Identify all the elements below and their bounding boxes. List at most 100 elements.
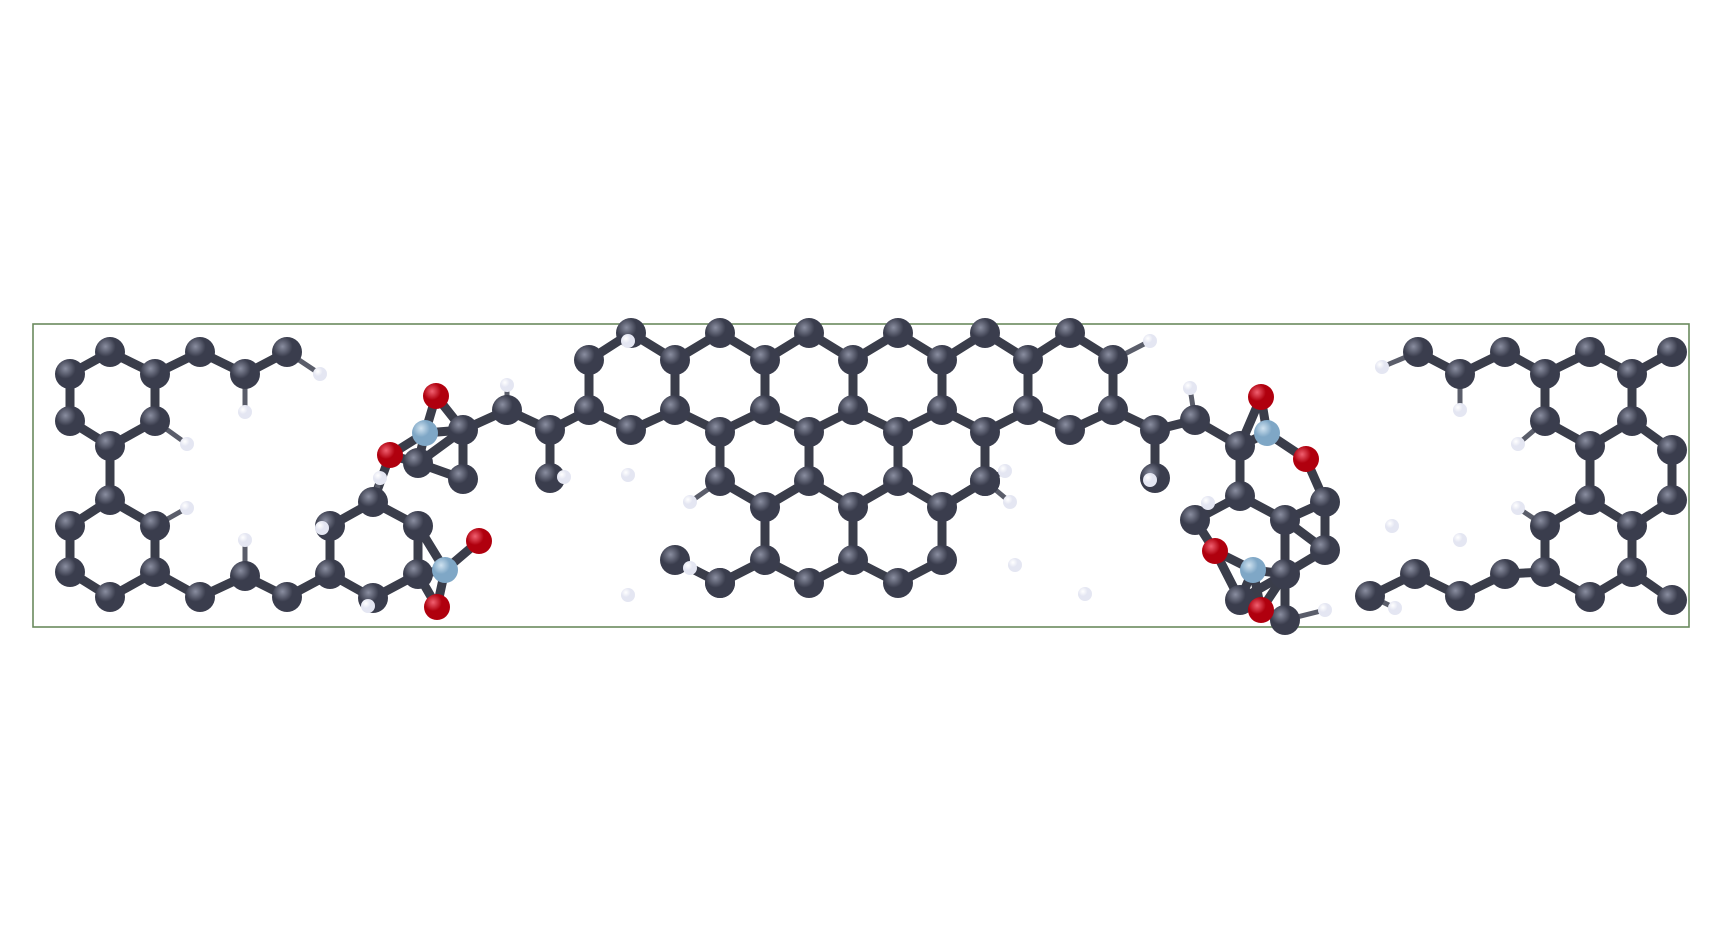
carbon-atom — [927, 395, 957, 425]
oxygen-atom — [1248, 384, 1274, 410]
oxygen-atom — [466, 528, 492, 554]
hydrogen-atom — [621, 334, 635, 348]
carbon-atom — [1530, 557, 1560, 587]
bond-layer — [65, 328, 1677, 625]
carbon-atom — [403, 511, 433, 541]
carbon-atom — [1575, 485, 1605, 515]
carbon-atom — [185, 582, 215, 612]
hydrogen-atom — [683, 561, 697, 575]
hydrogen-atom — [1143, 473, 1157, 487]
hydrogen-atom — [1453, 533, 1467, 547]
carbon-atom — [1270, 505, 1300, 535]
carbon-atom — [970, 318, 1000, 348]
carbon-atom — [140, 359, 170, 389]
carbon-atom — [1530, 359, 1560, 389]
carbon-atom — [535, 415, 565, 445]
carbon-atom — [95, 485, 125, 515]
carbon-atom — [883, 466, 913, 496]
carbon-atom — [185, 337, 215, 367]
carbon-atom — [140, 406, 170, 436]
carbon-atom — [1490, 337, 1520, 367]
carbon-atom — [1575, 337, 1605, 367]
carbon-atom — [750, 545, 780, 575]
carbon-atom — [794, 568, 824, 598]
carbon-atom — [1657, 435, 1687, 465]
carbon-atom — [1055, 415, 1085, 445]
oxygen-atom — [377, 442, 403, 468]
carbon-atom — [230, 561, 260, 591]
carbon-atom — [574, 395, 604, 425]
hydrogen-atom — [1375, 360, 1389, 374]
hydrogen-atom — [313, 367, 327, 381]
hydrogen-atom — [180, 437, 194, 451]
oxygen-atom — [1293, 446, 1319, 472]
hydrogen-atom — [373, 471, 387, 485]
hydrogen-atom — [1201, 496, 1215, 510]
carbon-atom — [883, 417, 913, 447]
hydrogen-atom — [1078, 587, 1092, 601]
oxygen-atom — [1248, 597, 1274, 623]
hydrogen-atom — [621, 588, 635, 602]
oxygen-atom — [423, 383, 449, 409]
hydrogen-atom — [1003, 495, 1017, 509]
hydrogen-atom — [683, 495, 697, 509]
carbon-atom — [750, 492, 780, 522]
carbon-atom — [55, 406, 85, 436]
carbon-atom — [95, 582, 125, 612]
carbon-atom — [55, 557, 85, 587]
hydrogen-atom — [238, 533, 252, 547]
carbon-atom — [838, 345, 868, 375]
carbon-atom — [750, 345, 780, 375]
nitrogen-atom — [1240, 557, 1266, 583]
hydrogen-atom — [557, 470, 571, 484]
carbon-atom — [1355, 581, 1385, 611]
carbon-atom — [883, 318, 913, 348]
carbon-atom — [750, 395, 780, 425]
hydrogen-atom — [1511, 501, 1525, 515]
carbon-atom — [1270, 605, 1300, 635]
carbon-atom — [1098, 345, 1128, 375]
carbon-atom — [1617, 359, 1647, 389]
hydrogen-atom — [1318, 603, 1332, 617]
carbon-atom — [1180, 405, 1210, 435]
carbon-atom — [55, 511, 85, 541]
carbon-atom — [838, 395, 868, 425]
carbon-atom — [794, 466, 824, 496]
carbon-atom — [535, 463, 565, 493]
carbon-atom — [1617, 511, 1647, 541]
carbon-atom — [1445, 581, 1475, 611]
carbon-atom — [927, 545, 957, 575]
carbon-atom — [1055, 318, 1085, 348]
carbon-atom — [1310, 487, 1340, 517]
carbon-atom — [927, 345, 957, 375]
hydrogen-atom — [1385, 519, 1399, 533]
carbon-atom — [1617, 557, 1647, 587]
carbon-atom — [1140, 415, 1170, 445]
carbon-atom — [492, 395, 522, 425]
carbon-atom — [1657, 585, 1687, 615]
carbon-atom — [140, 511, 170, 541]
hydrogen-atom — [315, 521, 329, 535]
carbon-atom — [403, 559, 433, 589]
carbon-atom — [883, 568, 913, 598]
carbon-atom — [1445, 359, 1475, 389]
carbon-atom — [660, 395, 690, 425]
nitrogen-atom — [412, 420, 438, 446]
hydrogen-atom — [621, 468, 635, 482]
carbon-atom — [1617, 406, 1647, 436]
carbon-atom — [55, 359, 85, 389]
carbon-atom — [1530, 511, 1560, 541]
carbon-atom — [838, 492, 868, 522]
carbon-atom — [1575, 431, 1605, 461]
carbon-atom — [574, 345, 604, 375]
hydrogen-atom — [1511, 437, 1525, 451]
hydrogen-atom — [1388, 601, 1402, 615]
carbon-atom — [1530, 406, 1560, 436]
carbon-atom — [1180, 505, 1210, 535]
carbon-atom — [705, 318, 735, 348]
carbon-atom — [1657, 485, 1687, 515]
carbon-atom — [448, 415, 478, 445]
carbon-atom — [1310, 535, 1340, 565]
